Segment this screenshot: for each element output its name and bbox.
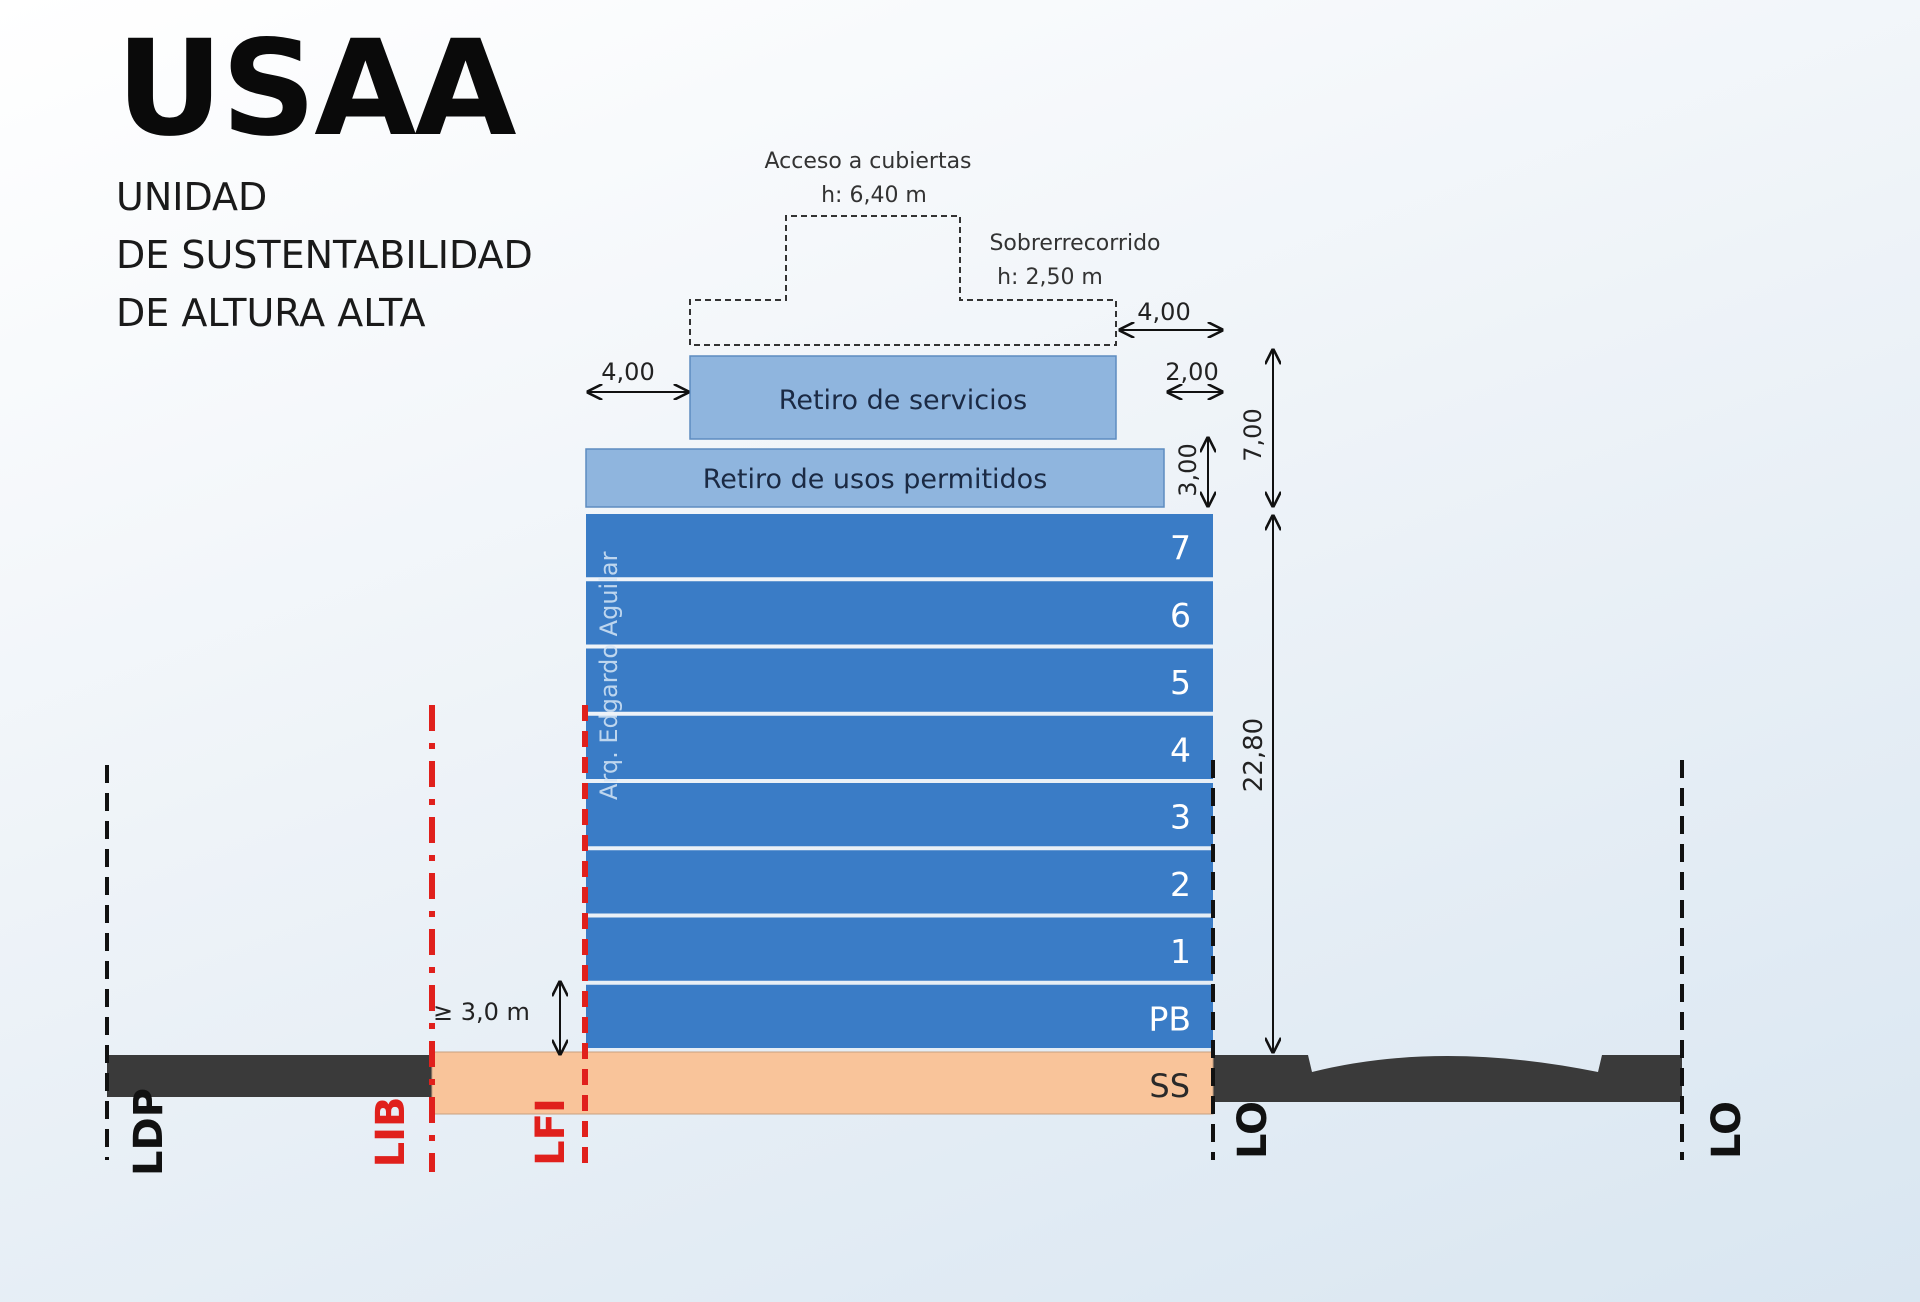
- basement-block: [431, 1051, 1214, 1115]
- floor-5: [586, 648, 1213, 712]
- floor-1: [586, 917, 1213, 981]
- dim-setbacks-total-label: 7,00: [1239, 408, 1267, 461]
- lo-right-label: LO: [1704, 1101, 1750, 1159]
- floor-label-2: 2: [1170, 865, 1191, 904]
- basement-label: SS: [1149, 1067, 1190, 1105]
- brand-subtitle: UNIDAD DE SUSTENTABILIDAD DE ALTURA ALTA: [116, 168, 533, 342]
- dim-services-right-label: 2,00: [1165, 358, 1218, 386]
- floor-pb: [586, 984, 1213, 1048]
- street-right: [1213, 1055, 1682, 1102]
- subtitle-line-1: UNIDAD: [116, 175, 268, 219]
- floor-2: [586, 850, 1213, 914]
- floors-group: 7 6 5 4 3 2 1PB: [586, 514, 1213, 1048]
- subtitle-line-2: DE SUSTENTABILIDAD: [116, 233, 533, 277]
- overrun-height-label: h: 2,50 m: [997, 265, 1103, 290]
- floor-3: [586, 783, 1213, 847]
- floor-label-7: 7: [1170, 529, 1191, 568]
- ground-left: [107, 1055, 432, 1097]
- setback-uses-block: [585, 448, 1165, 508]
- author-watermark: Arq. Edgardo Aguilar: [595, 551, 623, 800]
- floor-4: [586, 715, 1213, 779]
- floor-label-6: 6: [1170, 596, 1191, 635]
- setback-uses-label: Retiro de usos permitidos: [703, 464, 1048, 495]
- dim-uses-height-label: 3,00: [1174, 443, 1202, 496]
- floor-label-4: 4: [1170, 730, 1191, 769]
- setback-services-block: [689, 355, 1117, 440]
- floor-label-3: 3: [1170, 798, 1191, 837]
- floor-7: [586, 514, 1213, 578]
- overrun-label: Sobrerrecorrido: [989, 231, 1160, 256]
- floor-label-1: 1: [1170, 932, 1191, 971]
- dim-main-height-label: 22,80: [1239, 718, 1269, 792]
- lfi-label: LFI: [528, 1098, 574, 1166]
- floor-label-5: 5: [1170, 663, 1191, 702]
- roof-access-label: Acceso a cubiertas: [764, 149, 971, 174]
- dim-min-ground-label: ≥ 3,0 m: [433, 998, 530, 1026]
- floor-label-pb: PB: [1148, 999, 1191, 1038]
- brand-title: USAA: [116, 12, 517, 166]
- roof-access-height-label: h: 6,40 m: [821, 183, 927, 208]
- ldp-label: LDP: [126, 1088, 172, 1176]
- dim-top-right-label: 4,00: [1137, 298, 1190, 326]
- setback-services-label: Retiro de servicios: [779, 385, 1027, 416]
- lib-label: LIB: [368, 1097, 414, 1168]
- subtitle-line-3: DE ALTURA ALTA: [116, 291, 426, 335]
- dim-services-left-label: 4,00: [601, 358, 654, 386]
- lo-left-label: LO: [1230, 1101, 1276, 1159]
- floor-6: [586, 581, 1213, 645]
